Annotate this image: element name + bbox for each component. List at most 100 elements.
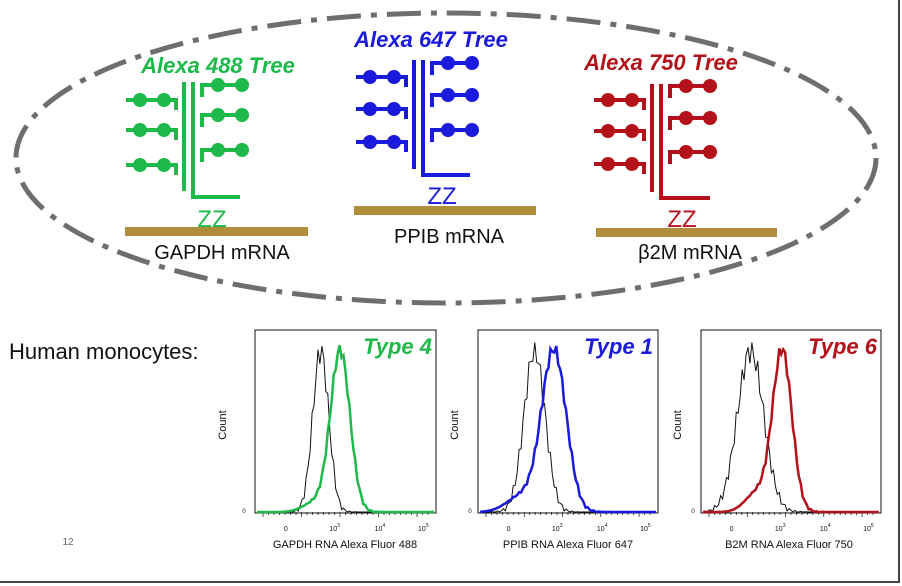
mrna-bar-gapdh bbox=[125, 227, 308, 236]
fluorophore-dot-icon bbox=[465, 56, 479, 70]
fluorophore-dot-icon bbox=[235, 143, 249, 157]
page-number: 12 bbox=[62, 537, 74, 548]
plot-x-tick-exponent: 3 bbox=[560, 523, 563, 529]
mrna-label-gapdh: GAPDH mRNA bbox=[154, 242, 290, 264]
plot-x-tick-exponent: 4 bbox=[828, 523, 831, 529]
probe-tree-icon-red bbox=[594, 79, 717, 200]
tree-title-alexa-488: Alexa 488 Tree bbox=[140, 53, 295, 78]
probe-trunk bbox=[421, 60, 470, 177]
probe-branch bbox=[430, 93, 478, 107]
mrna-label-b2m: β2M mRNA bbox=[638, 242, 742, 264]
plot-xlabel: GAPDH RNA Alexa Fluor 488 bbox=[273, 539, 417, 551]
plot-ylabel: Count bbox=[217, 410, 229, 439]
plot-x-tick-label: 104 bbox=[375, 523, 386, 533]
plot-x-tick-label: 105 bbox=[863, 523, 874, 533]
fluorophore-dot-icon bbox=[363, 135, 377, 149]
plot-x-tick-exponent: 5 bbox=[648, 523, 651, 529]
fluorophore-dot-icon bbox=[441, 88, 455, 102]
plot-ylabel: Count bbox=[672, 410, 684, 439]
plot-x-tick-label: 0 bbox=[507, 526, 511, 533]
signal-histogram-line bbox=[479, 345, 656, 514]
fluorophore-dot-icon bbox=[157, 158, 171, 172]
plot-xlabel: B2M RNA Alexa Fluor 750 bbox=[725, 539, 853, 551]
probe-branch bbox=[430, 61, 478, 75]
fluorophore-dot-icon bbox=[601, 124, 615, 138]
plot-x-tick-label: 105 bbox=[418, 523, 429, 533]
fluorophore-dot-icon bbox=[441, 123, 455, 137]
plot-x-tick-label: 104 bbox=[597, 523, 608, 533]
fluorophore-dot-icon bbox=[625, 124, 639, 138]
plot-x-tick-label: 103 bbox=[329, 523, 340, 533]
probe-branch bbox=[668, 84, 716, 98]
probe-branch bbox=[200, 83, 248, 97]
fluorophore-dot-icon bbox=[441, 56, 455, 70]
fluorophore-dot-icon bbox=[679, 111, 693, 125]
fluorophore-dot-icon bbox=[679, 145, 693, 159]
tree-title-alexa-647: Alexa 647 Tree bbox=[353, 27, 508, 52]
plot-x-tick-exponent: 3 bbox=[337, 523, 340, 529]
plot-type-label: Type 4 bbox=[363, 334, 432, 359]
probe-tree-icon-green bbox=[126, 78, 249, 199]
plot-y-tick-zero: 0 bbox=[242, 509, 246, 515]
probe-trunk bbox=[659, 84, 710, 200]
plot-xlabel: PPIB RNA Alexa Fluor 647 bbox=[503, 539, 633, 551]
tree-title-alexa-750: Alexa 750 Tree bbox=[583, 50, 738, 75]
plot-x-tick-label: 0 bbox=[730, 526, 734, 533]
fluorophore-dot-icon bbox=[625, 157, 639, 171]
fluorophore-dot-icon bbox=[703, 79, 717, 93]
probe-branch bbox=[668, 116, 716, 130]
mrna-bar-b2m bbox=[596, 228, 777, 237]
fluorophore-dot-icon bbox=[387, 102, 401, 116]
fluorophore-dot-icon bbox=[363, 70, 377, 84]
fluorophore-dot-icon bbox=[387, 135, 401, 149]
fluorophore-dot-icon bbox=[387, 70, 401, 84]
plot-type-label: Type 6 bbox=[808, 334, 878, 359]
fluorophore-dot-icon bbox=[211, 143, 225, 157]
plot-x-tick-exponent: 4 bbox=[605, 523, 608, 529]
mrna-bar-ppib bbox=[354, 206, 536, 215]
plot-x-tick-label: 0 bbox=[284, 526, 288, 533]
plot-x-tick-exponent: 5 bbox=[426, 523, 429, 529]
plot-x-tick-label: 103 bbox=[775, 523, 786, 533]
histogram-panel-b2m: Type 6 Count 0 B2M RNA Alexa Fluor 750 0… bbox=[672, 329, 882, 551]
mrna-label-ppib: PPIB mRNA bbox=[394, 226, 505, 248]
fluorophore-dot-icon bbox=[235, 78, 249, 92]
probe-tree-icon-blue bbox=[356, 56, 479, 177]
fluorophore-dot-icon bbox=[211, 108, 225, 122]
plot-x-tick-exponent: 5 bbox=[871, 523, 874, 529]
section-label: Human monocytes: bbox=[9, 339, 199, 364]
plot-x-tick-exponent: 4 bbox=[382, 523, 385, 529]
probe-trunk bbox=[191, 82, 240, 199]
fluorophore-dot-icon bbox=[679, 79, 693, 93]
probe-branch bbox=[200, 113, 248, 127]
plot-x-tick-label: 105 bbox=[640, 523, 651, 533]
fluorophore-dot-icon bbox=[703, 111, 717, 125]
fluorophore-dot-icon bbox=[133, 93, 147, 107]
fluorophore-dot-icon bbox=[133, 123, 147, 137]
histogram-panel-gapdh: Type 4 Count 0 GAPDH RNA Alexa Fluor 488… bbox=[217, 329, 437, 551]
plot-ylabel: Count bbox=[449, 410, 461, 439]
fluorophore-dot-icon bbox=[211, 78, 225, 92]
fluorophore-dot-icon bbox=[363, 102, 377, 116]
probe-branch bbox=[200, 148, 248, 162]
fluorophore-dot-icon bbox=[133, 158, 147, 172]
dash-dot-ellipse-outline bbox=[13, 10, 879, 306]
fluorophore-dot-icon bbox=[465, 88, 479, 102]
fluorophore-dot-icon bbox=[625, 93, 639, 107]
fluorophore-dot-icon bbox=[601, 157, 615, 171]
probe-branch bbox=[430, 128, 478, 142]
signal-histogram-line bbox=[257, 344, 434, 514]
zz-label-blue: ZZ bbox=[427, 183, 456, 210]
fluorophore-dot-icon bbox=[465, 123, 479, 137]
fluorophore-dot-icon bbox=[157, 93, 171, 107]
fluorophore-dot-icon bbox=[235, 108, 249, 122]
histogram-panel-ppib: Type 1 Count 0 PPIB RNA Alexa Fluor 647 … bbox=[449, 329, 659, 551]
fluorophore-dot-icon bbox=[157, 123, 171, 137]
plot-y-tick-zero: 0 bbox=[468, 509, 472, 515]
plot-x-tick-exponent: 3 bbox=[783, 523, 786, 529]
fluorophore-dot-icon bbox=[703, 145, 717, 159]
